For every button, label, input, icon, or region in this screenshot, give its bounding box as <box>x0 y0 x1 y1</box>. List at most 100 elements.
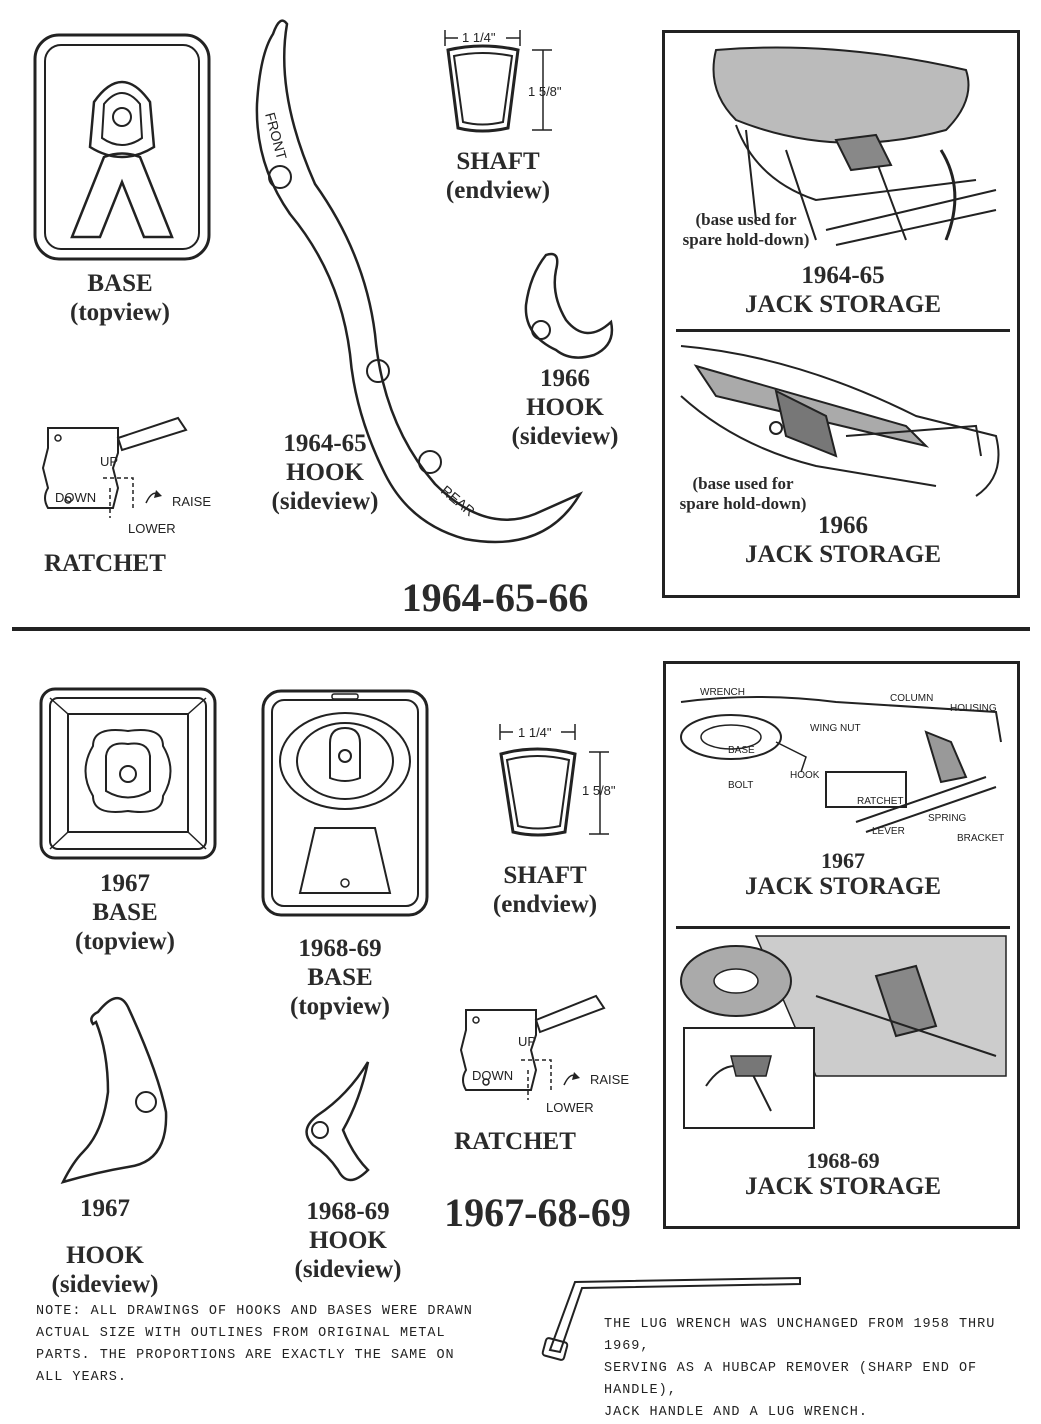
base-label: BASE (topview) <box>30 270 210 328</box>
hook-year: 1964-65 <box>283 430 367 457</box>
storage1-caption: 1964-65 JACK STORAGE <box>676 262 1010 320</box>
base-1968-69-label: 1968-69 BASE (topview) <box>270 935 410 1021</box>
hook-1967-year: 1967 <box>80 1195 130 1222</box>
callout-hook: HOOK <box>790 770 820 781</box>
ratchet-title: RATCHET <box>44 550 166 577</box>
ratchet-up-text-bottom: UP <box>518 1034 537 1049</box>
hook-1966-drawing <box>524 252 614 359</box>
ratchet-up-text: UP <box>100 454 119 469</box>
callout-base: BASE <box>728 745 755 756</box>
storage1-year: 1964-65 <box>801 262 885 289</box>
ratchet-lower-text-bottom: LOWER <box>546 1100 594 1115</box>
callout-lever: LEVER <box>872 826 905 837</box>
base-topview-drawing <box>33 33 211 261</box>
base-1967-label: 1967 BASE (topview) <box>55 870 195 956</box>
hook-front-text: FRONT <box>262 111 290 162</box>
base-1968-69-year: 1968-69 <box>298 935 382 962</box>
hook-1964-65-label: 1964-65 HOOK (sideview) <box>255 430 395 516</box>
shaft-subtitle-bottom: (endview) <box>492 890 598 918</box>
storage4-title: JACK STORAGE <box>744 1173 942 1201</box>
hook-1964-65-drawing: FRONT REAR <box>255 19 584 544</box>
hook-1966-title: HOOK <box>526 393 604 421</box>
hook-1967-label: 1967 HOOK (sideview) <box>35 1195 175 1299</box>
hook-1966-subtitle: (sideview) <box>511 422 619 450</box>
storage1-note-line2: spare hold-down) <box>682 229 810 249</box>
ratchet-down-text-bottom: DOWN <box>472 1068 514 1083</box>
storage3-title: JACK STORAGE <box>744 873 942 901</box>
hook-title: HOOK <box>286 458 364 486</box>
ratchet-down-text: DOWN <box>55 490 97 505</box>
hook-1967-subtitle: (sideview) <box>51 1270 159 1298</box>
note-left: NOTE: ALL DRAWINGS OF HOOKS AND BASES WE… <box>36 1304 473 1385</box>
years-1967-68-69: 1967-68-69 <box>444 1190 631 1235</box>
ratchet-lower-text: LOWER <box>128 521 176 536</box>
jack-storage-1966-illustration <box>680 345 1000 497</box>
base-1967-subtitle: (topview) <box>75 927 175 955</box>
ratchet-raise-text: RAISE <box>172 494 212 509</box>
storage4-caption: 1968-69 JACK STORAGE <box>676 1148 1010 1202</box>
callout-wingnut: WING NUT <box>810 723 861 734</box>
callout-spring: SPRING <box>928 813 967 824</box>
storage1-title: JACK STORAGE <box>744 290 942 318</box>
ratchet-drawing-bottom <box>459 994 606 1100</box>
hook-rear-text: REAR <box>438 482 478 519</box>
storage4-year: 1968-69 <box>806 1148 880 1173</box>
storage-panel-divider-top <box>676 329 1010 332</box>
hook-1968-69-year: 1968-69 <box>306 1198 390 1225</box>
storage2-note-line1: (base used for <box>692 474 794 493</box>
shaft-width-dim-bottom: 1 1/4" <box>518 725 552 740</box>
hook-1968-69-drawing <box>305 1061 370 1182</box>
shaft-endview-drawing <box>444 30 552 133</box>
shaft-width-dim: 1 1/4" <box>462 30 496 45</box>
ratchet-drawing <box>41 416 188 518</box>
jack-storage-1968-69-illustration <box>680 935 1007 1129</box>
ratchet-title-bottom: RATCHET <box>454 1128 576 1155</box>
storage3-year: 1967 <box>821 848 865 873</box>
callout-bolt: BOLT <box>728 780 754 791</box>
base-1968-69-drawing <box>261 689 429 917</box>
callout-ratchet: RATCHET <box>857 796 904 807</box>
base-1967-title: BASE <box>92 898 158 926</box>
hook-1968-69-title: HOOK <box>309 1226 387 1254</box>
jack-storage-1964-65-illustration <box>712 46 997 246</box>
hook-subtitle: (sideview) <box>271 487 379 515</box>
note-right: THE LUG WRENCH WAS UNCHANGED FROM 1958 T… <box>604 1317 996 1420</box>
storage2-note: (base used for spare hold-down) <box>668 474 818 513</box>
shaft-endview-drawing-bottom <box>499 724 609 837</box>
base-1967-year: 1967 <box>100 870 150 897</box>
hook-1968-69-subtitle: (sideview) <box>294 1255 402 1283</box>
base-1968-69-subtitle: (topview) <box>290 992 390 1020</box>
storage2-title: JACK STORAGE <box>744 540 942 568</box>
storage2-caption: 1966 JACK STORAGE <box>676 512 1010 570</box>
hook-1966-year: 1966 <box>540 365 590 392</box>
callout-bracket: BRACKET <box>957 833 1005 844</box>
shaft-subtitle: (endview) <box>445 176 551 204</box>
callout-housing: HOUSING <box>950 703 997 714</box>
hook-1967-drawing <box>60 997 168 1184</box>
section-divider <box>12 627 1030 631</box>
shaft-height-dim-bottom: 1 5/8" <box>582 783 616 798</box>
storage2-note-line2: spare hold-down) <box>679 493 807 513</box>
shaft-height-dim: 1 5/8" <box>528 84 562 99</box>
hook-1968-69-label: 1968-69 HOOK (sideview) <box>278 1198 418 1284</box>
base-1968-69-title: BASE <box>307 963 373 991</box>
years-1964-65-66: 1964-65-66 <box>401 575 589 620</box>
storage1-note-line1: (base used for <box>695 210 797 229</box>
base-subtitle: (topview) <box>70 298 170 326</box>
storage3-caption: 1967 JACK STORAGE <box>676 848 1010 902</box>
jack-storage-1967-illustration <box>680 696 1002 833</box>
shaft-title: SHAFT <box>456 148 540 175</box>
hook-1967-title: HOOK <box>66 1241 144 1269</box>
shaft-label-bottom: SHAFT (endview) <box>475 862 615 920</box>
lug-wrench-drawing <box>541 1276 801 1361</box>
callout-column: COLUMN <box>890 693 934 704</box>
base-title: BASE <box>87 270 153 297</box>
callout-wrench: WRENCH <box>700 687 745 698</box>
base-1967-drawing <box>39 687 217 860</box>
storage2-year: 1966 <box>818 512 868 539</box>
storage-panel-divider-bottom <box>676 926 1010 929</box>
ratchet-raise-text-bottom: RAISE <box>590 1072 630 1087</box>
shaft-title-bottom: SHAFT <box>503 862 587 889</box>
storage1-note: (base used for spare hold-down) <box>676 210 816 249</box>
hook-1966-label: 1966 HOOK (sideview) <box>495 365 635 451</box>
